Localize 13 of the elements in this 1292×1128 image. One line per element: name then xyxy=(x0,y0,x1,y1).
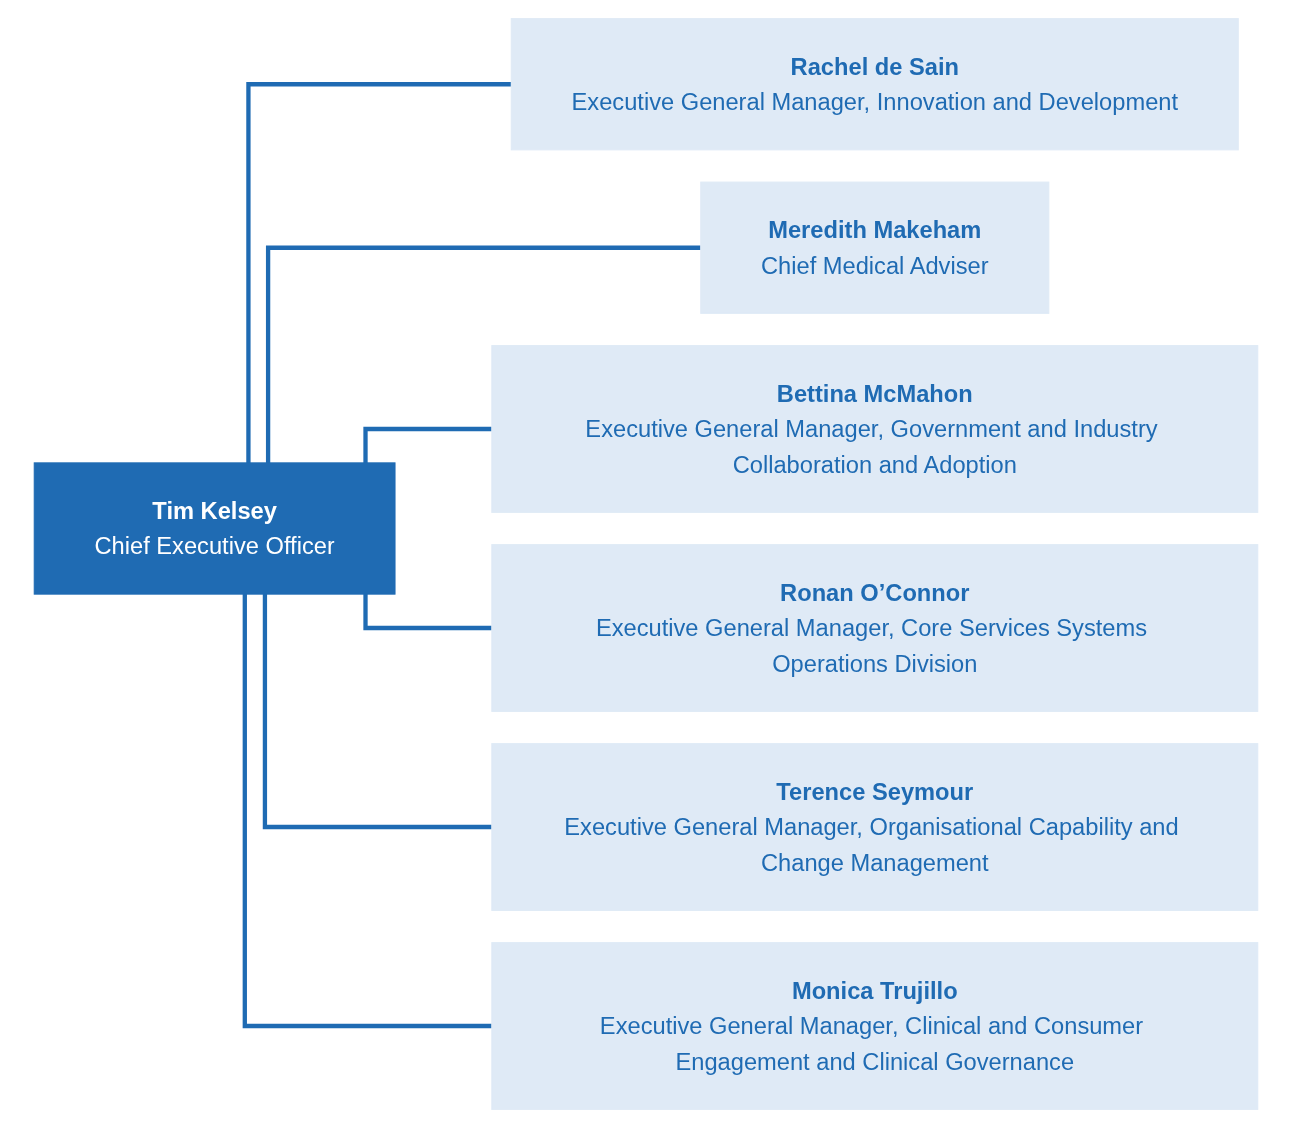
connector xyxy=(265,245,701,463)
connector xyxy=(363,426,492,463)
node-box: Rachel de Sain Executive General Manager, Innovation and Development xyxy=(510,18,1239,151)
node-box: Terence Seymour Executive General Manager, Organisational Capability and Change Management xyxy=(491,743,1259,911)
node-box: Bettina McMahon Executive General Manager, Government and Industry Collaboration and Adoption xyxy=(491,345,1259,513)
node-box: Meredith Makeham Chief Medical Adviser xyxy=(700,181,1050,314)
node-box: Ronan O’Connor Executive General Manager, Core Services Systems Operations Division xyxy=(491,544,1259,712)
connector xyxy=(363,594,492,631)
node-box: Monica Trujillo Executive General Manager, Clinical and Consumer Engagement and Clinical Governance xyxy=(491,942,1259,1110)
node-box: Tim Kelsey Chief Executive Officer xyxy=(33,462,396,595)
connector xyxy=(262,594,492,830)
connector xyxy=(242,594,492,1029)
connector xyxy=(246,82,512,463)
